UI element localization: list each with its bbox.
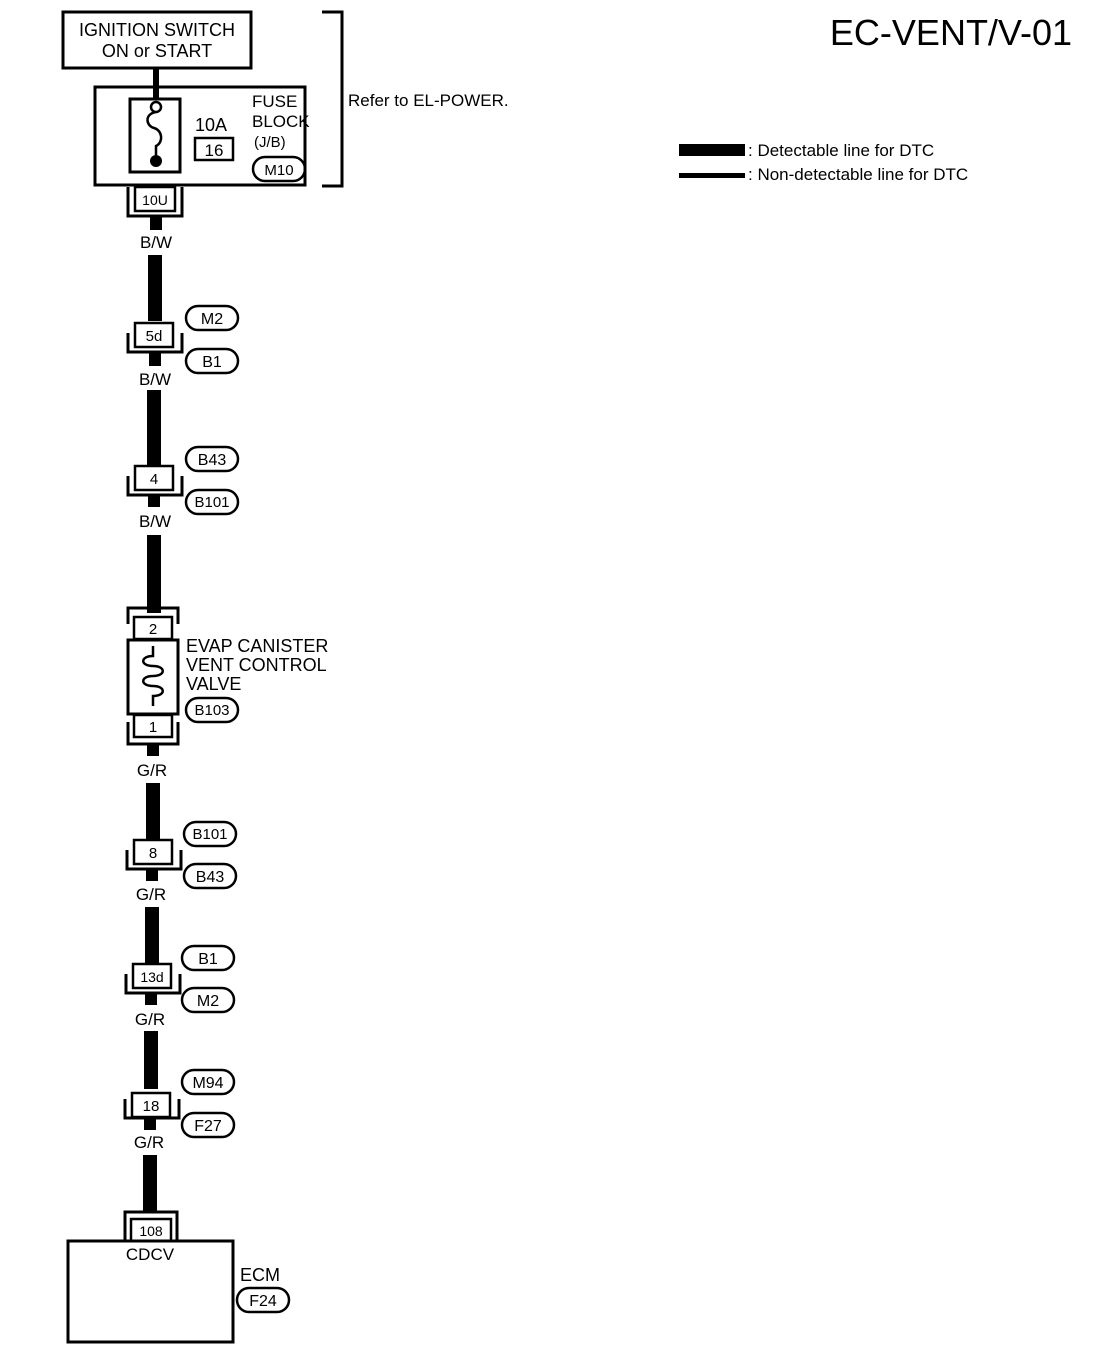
ecm-terminal: 108 [123, 1210, 179, 1243]
wire-ignition-fuse [153, 68, 159, 100]
junction-18: 18 M94 F27 [123, 1068, 236, 1139]
junction-5d-terminal: 5d [146, 328, 163, 345]
wire-segment-3 [147, 535, 161, 613]
junction-18-upper: M94 [192, 1075, 223, 1092]
wire-color-3: B/W [139, 512, 171, 531]
fuse-label-1: FUSE [252, 92, 297, 111]
wire-stub [148, 495, 160, 507]
junction-8: 8 B101 B43 [125, 820, 238, 890]
junction-8-terminal: 8 [149, 845, 157, 862]
refer-bracket [322, 10, 344, 188]
fuse-terminal: 10U [126, 185, 184, 218]
junction-18-terminal: 18 [143, 1098, 160, 1115]
wire-color-1: B/W [140, 233, 172, 252]
wire-segment-7 [143, 1155, 157, 1212]
ignition-line2: ON or START [102, 41, 212, 61]
fuse-label-3: (J/B) [254, 134, 286, 151]
wire-segment-2 [147, 390, 161, 466]
junction-4-lower: B101 [194, 494, 229, 511]
junction-5d-upper: M2 [201, 311, 223, 328]
legend: : Detectable line for DTC : Non-detectab… [679, 141, 968, 184]
junction-4-terminal: 4 [150, 471, 158, 488]
ecm: CDCV ECM F24 [66, 1239, 291, 1344]
wire-stub [147, 744, 159, 756]
coil-icon [142, 646, 164, 706]
legend-non-detectable: : Non-detectable line for DTC [748, 165, 968, 184]
ecm-label: ECM [240, 1265, 280, 1285]
ecm-pin-name: CDCV [126, 1245, 175, 1264]
junction-18-lower: F27 [194, 1118, 222, 1135]
junction-8-upper: B101 [192, 826, 227, 843]
fuse-icon [146, 102, 163, 160]
fuse-connector: M10 [264, 162, 293, 179]
valve-label-3: VALVE [186, 674, 241, 694]
junction-4-upper: B43 [198, 452, 227, 469]
ecm-connector: F24 [249, 1293, 277, 1310]
ecm-terminal-label: 108 [139, 1223, 163, 1239]
legend-detectable: : Detectable line for DTC [748, 141, 934, 160]
valve-label-2: VENT CONTROL [186, 655, 327, 675]
junction-13d-terminal: 13d [140, 969, 163, 985]
wire-stub [146, 869, 158, 881]
fuse-amp: 10A [195, 115, 227, 135]
legend-detectable-line [679, 144, 745, 156]
wire-segment-4 [146, 783, 160, 840]
wire-color-5: G/R [136, 885, 166, 904]
valve-top-terminal: 2 [149, 621, 157, 638]
wire-segment-5 [145, 907, 159, 964]
fuse-terminal-label: 10U [142, 192, 168, 208]
wire-color-7: G/R [134, 1133, 164, 1152]
valve-bottom-terminal: 1 [149, 719, 157, 736]
ignition-switch: IGNITION SWITCH ON or START [61, 10, 253, 70]
wire-stub [145, 993, 157, 1005]
valve-connector: B103 [194, 702, 229, 719]
wire-color-2: B/W [139, 370, 171, 389]
junction-8-lower: B43 [196, 869, 225, 886]
wire-segment-1 [148, 255, 162, 321]
wire-segment-6 [144, 1031, 158, 1089]
fuse-block: 10A 16 FUSE BLOCK (J/B) M10 [93, 85, 310, 187]
junction-5d: 5d M2 B1 [126, 304, 240, 375]
refer-note: Refer to EL-POWER. [348, 91, 509, 110]
ignition-line1: IGNITION SWITCH [79, 20, 235, 40]
legend-non-detectable-line [679, 173, 745, 178]
junction-5d-lower: B1 [202, 354, 222, 371]
wire-color-6: G/R [135, 1010, 165, 1029]
fuse-number: 16 [205, 141, 224, 160]
page-title: EC-VENT/V-01 [830, 12, 1072, 53]
evap-vent-valve: 2 1 EVAP CANISTER VENT CONTROL VALVE B10… [126, 606, 328, 746]
junction-13d-upper: B1 [198, 951, 218, 968]
fuse-label-2: BLOCK [252, 112, 310, 131]
junction-13d: 13d B1 M2 [124, 944, 236, 1014]
valve-label-1: EVAP CANISTER [186, 636, 328, 656]
wire-color-4: G/R [137, 761, 167, 780]
junction-4: 4 B43 B101 [126, 445, 240, 516]
wire-stub [150, 216, 162, 230]
wire-stub [144, 1118, 156, 1130]
wire-stub [149, 352, 161, 366]
junction-13d-lower: M2 [197, 993, 219, 1010]
